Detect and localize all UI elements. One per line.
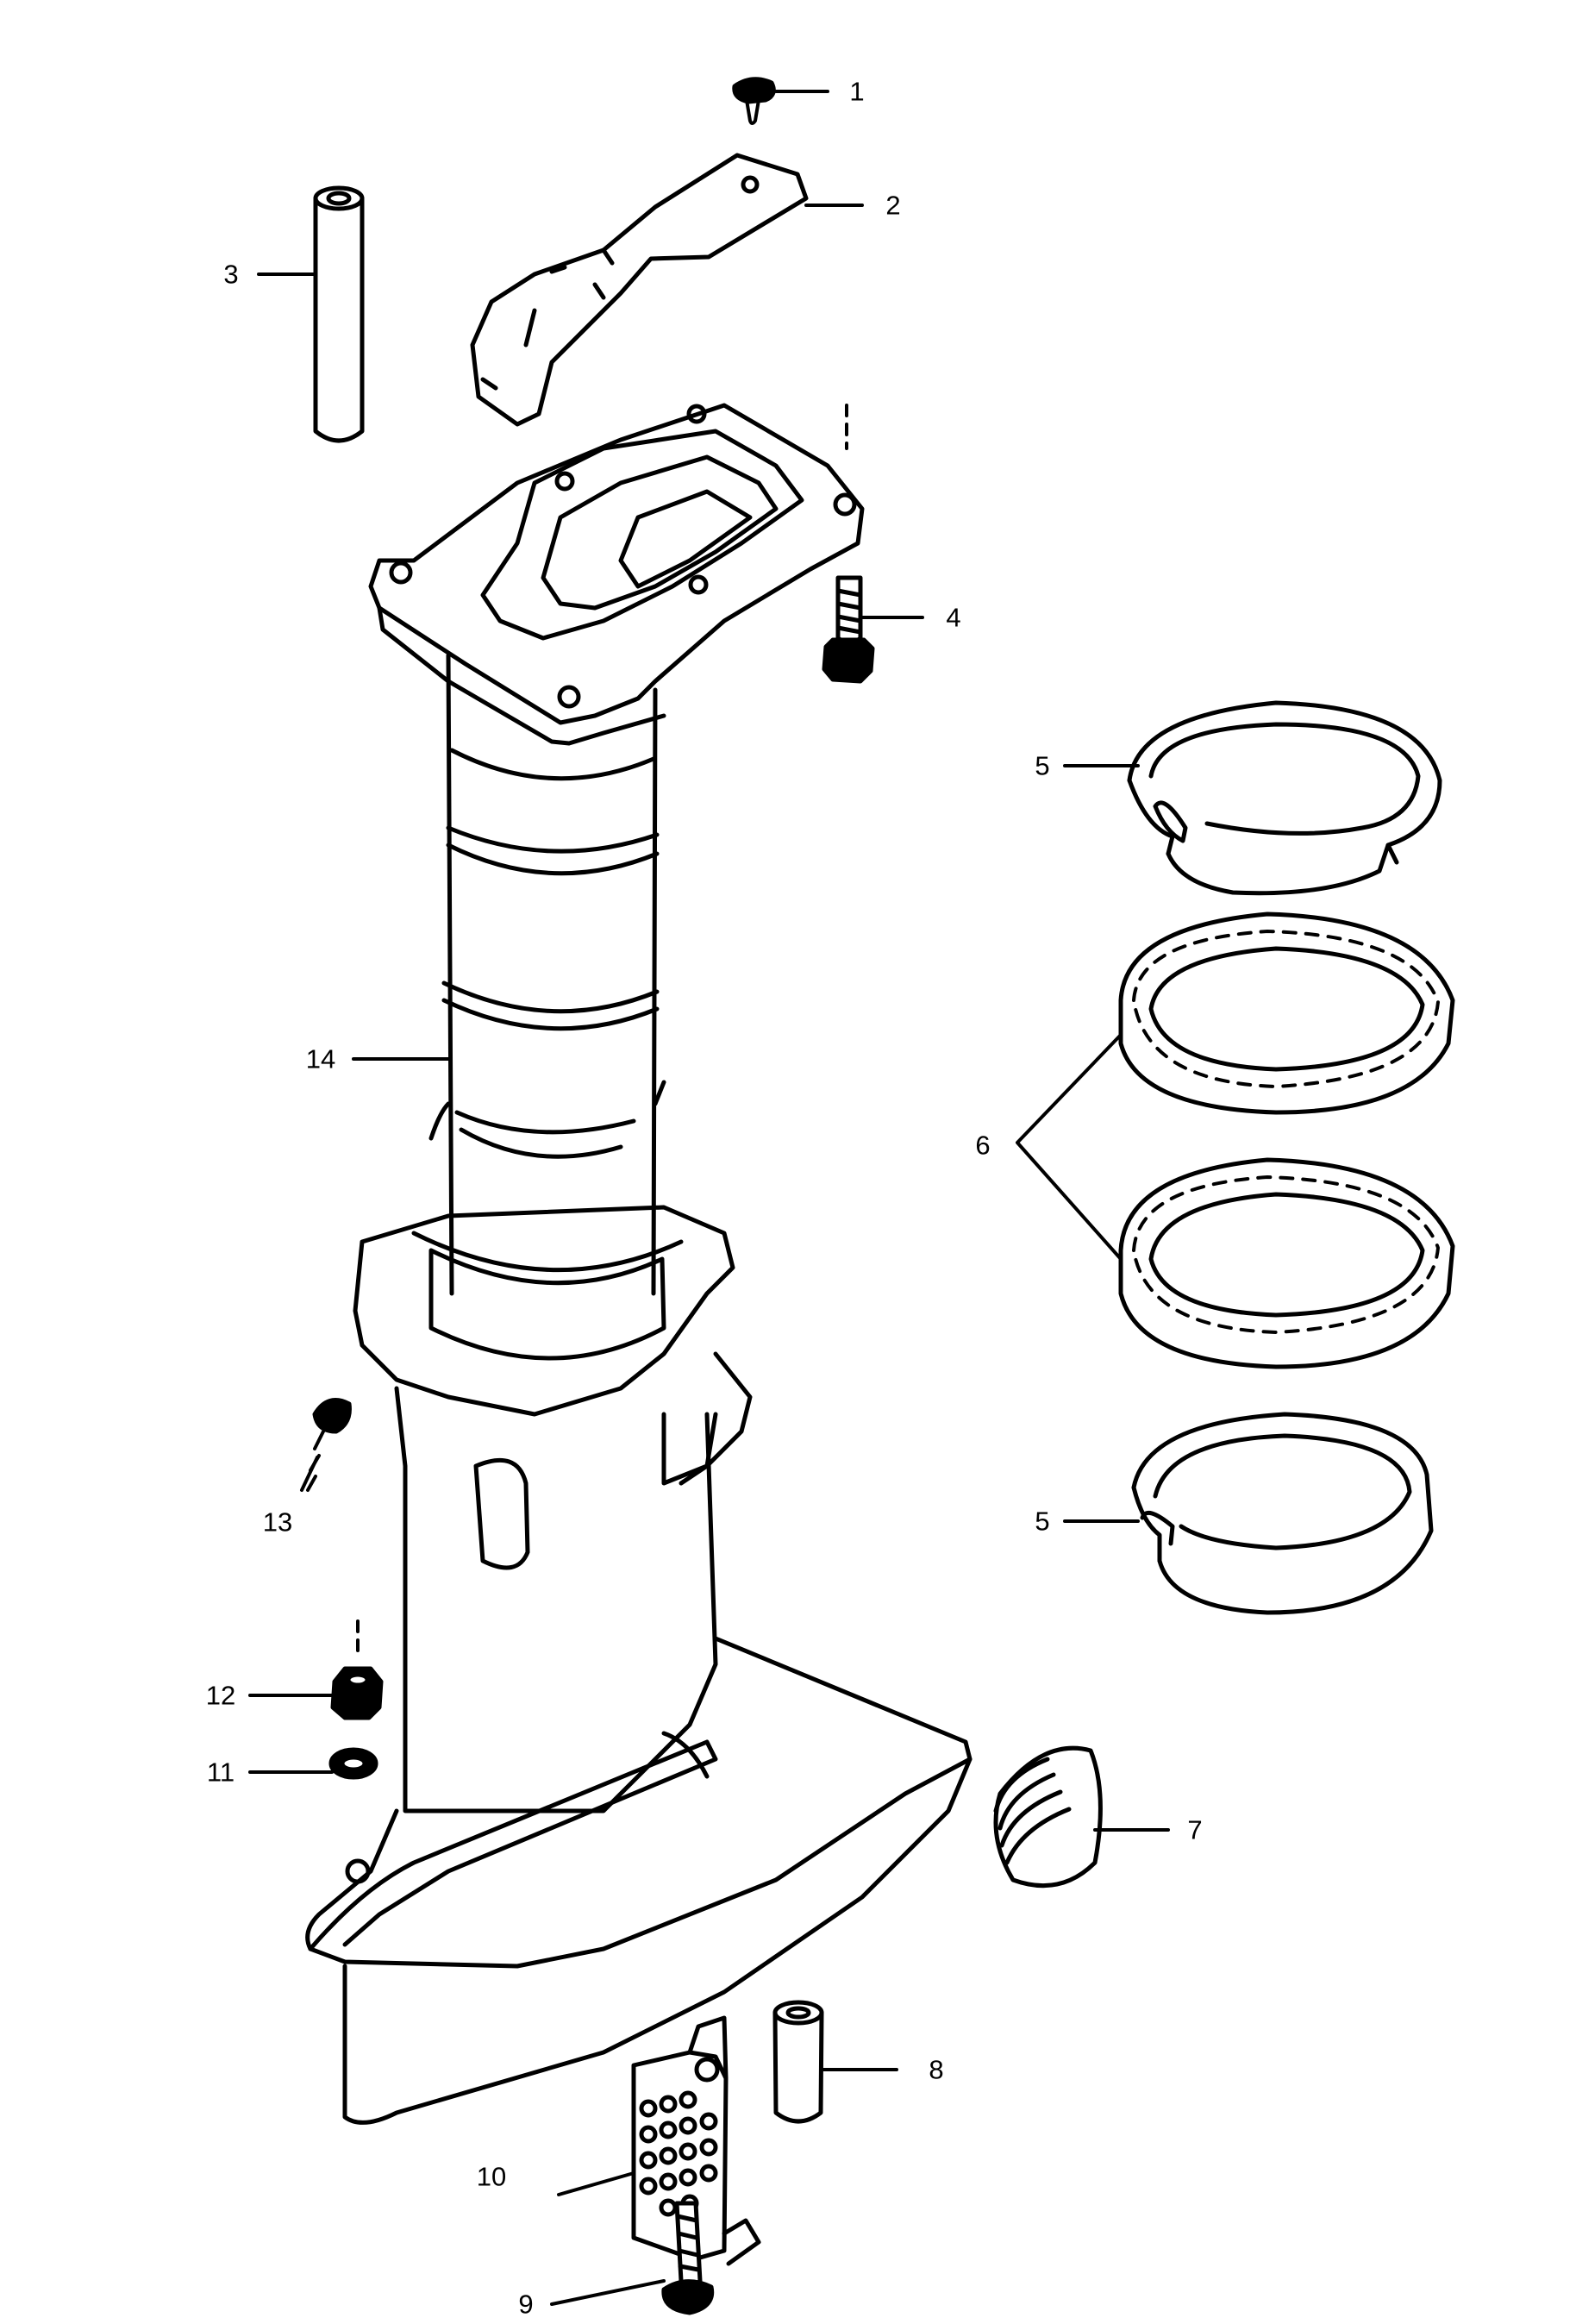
- callout-13: 13: [262, 1507, 293, 1538]
- part-12-nut: [330, 1619, 384, 1720]
- callout-3: 3: [223, 259, 239, 290]
- callout-14: 14: [305, 1043, 336, 1074]
- callout-5-lower: 5: [1035, 1506, 1050, 1537]
- callout-8: 8: [929, 2054, 944, 2085]
- callout-11: 11: [206, 1757, 235, 1788]
- callout-10: 10: [476, 2161, 507, 2192]
- part-7-plug: [993, 1745, 1103, 1889]
- part-11-lock-washer: [328, 1747, 378, 1780]
- part-6-bearing-lower: [1118, 1157, 1455, 1369]
- part-2-cover-plate: [470, 153, 809, 427]
- callout-5-upper: 5: [1035, 750, 1050, 781]
- part-5-grommet-lower: [1131, 1412, 1434, 1615]
- leader-lines: [248, 90, 1170, 2306]
- part-14-driveshaft-housing: [305, 403, 972, 2125]
- callout-1: 1: [849, 76, 865, 107]
- callout-9: 9: [518, 2289, 534, 2320]
- part-9-screw: [661, 2201, 715, 2315]
- callout-12: 12: [205, 1680, 236, 1711]
- callout-4: 4: [946, 602, 961, 633]
- part-5-grommet-upper: [1127, 700, 1442, 896]
- callout-6: 6: [975, 1130, 991, 1161]
- callout-2: 2: [885, 190, 901, 221]
- part-8-sleeve: [772, 2000, 824, 2124]
- part-6-bearing-upper: [1118, 911, 1455, 1115]
- part-13-bleed-screw: [306, 1398, 352, 1492]
- part-4-bolt: [822, 404, 875, 684]
- part-1-screw: [732, 77, 776, 125]
- callout-7: 7: [1187, 1814, 1203, 1845]
- part-3-tube: [313, 185, 365, 443]
